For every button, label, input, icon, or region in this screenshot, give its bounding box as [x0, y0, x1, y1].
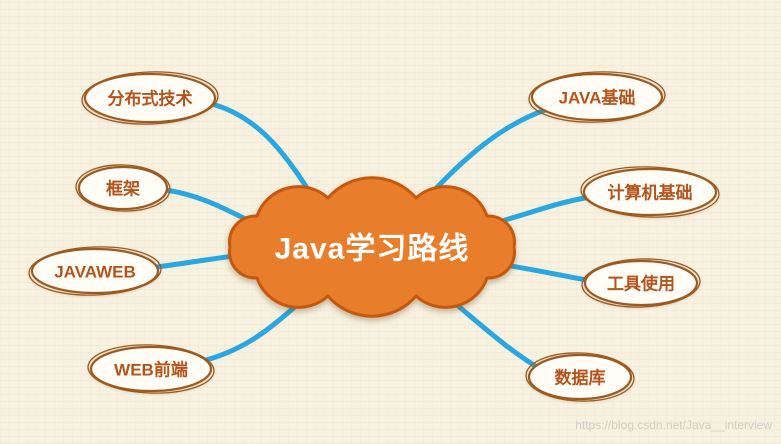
node-label-distributed-tech: 分布式技术 [108, 89, 193, 109]
branch-node-shapes [28, 71, 720, 402]
central-topic: Java学习路线 [228, 176, 516, 318]
node-label-java-basics: JAVA基础 [559, 88, 636, 108]
node-label-framework: 框架 [106, 179, 140, 199]
node-label-tool-usage: 工具使用 [607, 274, 675, 294]
connector-tool-usage [502, 262, 595, 284]
node-computer-basics [580, 166, 720, 218]
node-database [525, 352, 635, 402]
node-distributed-tech [81, 71, 219, 125]
node-label-web-frontend: WEB前端 [114, 360, 188, 380]
central-topic-title: Java学习路线 [275, 232, 470, 266]
connector-computer-basics [502, 194, 593, 223]
node-javaweb [28, 246, 162, 296]
node-web-frontend [87, 344, 215, 394]
node-label-database: 数据库 [555, 368, 606, 388]
node-framework [75, 164, 171, 212]
node-java-basics [528, 71, 666, 123]
branch-node-labels: 分布式技术 框架 JAVAWEB WEB前端 JAVA基础 计算机基础 工具使用… [54, 88, 692, 388]
node-tool-usage [581, 258, 701, 308]
node-label-javaweb: JAVAWEB [54, 263, 136, 282]
node-label-computer-basics: 计算机基础 [608, 183, 693, 203]
watermark: https://blog.csdn.net/Java__interview [575, 418, 772, 432]
cloud-shape [228, 176, 516, 318]
